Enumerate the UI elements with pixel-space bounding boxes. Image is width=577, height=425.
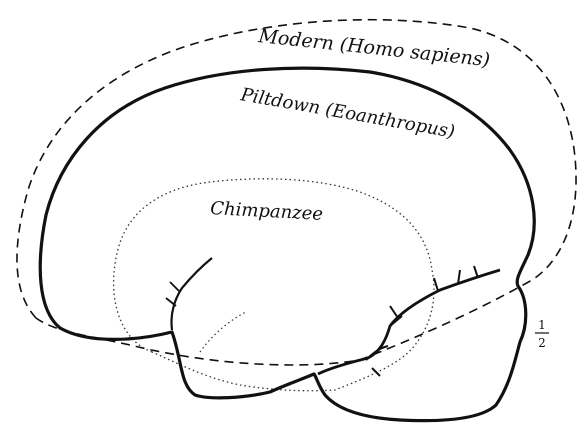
piltdown-fissure-right-teeth xyxy=(390,266,478,326)
piltdown-label: Piltdown (Eoanthropus) xyxy=(238,84,456,143)
piltdown-fissure-left xyxy=(171,258,212,330)
piltdown-outline-solid xyxy=(40,68,534,421)
chimpanzee-label: Chimpanzee xyxy=(210,198,324,225)
scale-denominator: 2 xyxy=(538,336,546,350)
piltdown-fissure-right xyxy=(318,270,500,374)
scale-numerator: 1 xyxy=(538,318,546,332)
chimpanzee-fissure xyxy=(200,312,246,352)
piltdown-fissure-lower xyxy=(366,346,388,376)
modern-outline-dashed xyxy=(17,20,576,365)
modern-label: Modern (Homo sapiens) xyxy=(256,25,491,71)
